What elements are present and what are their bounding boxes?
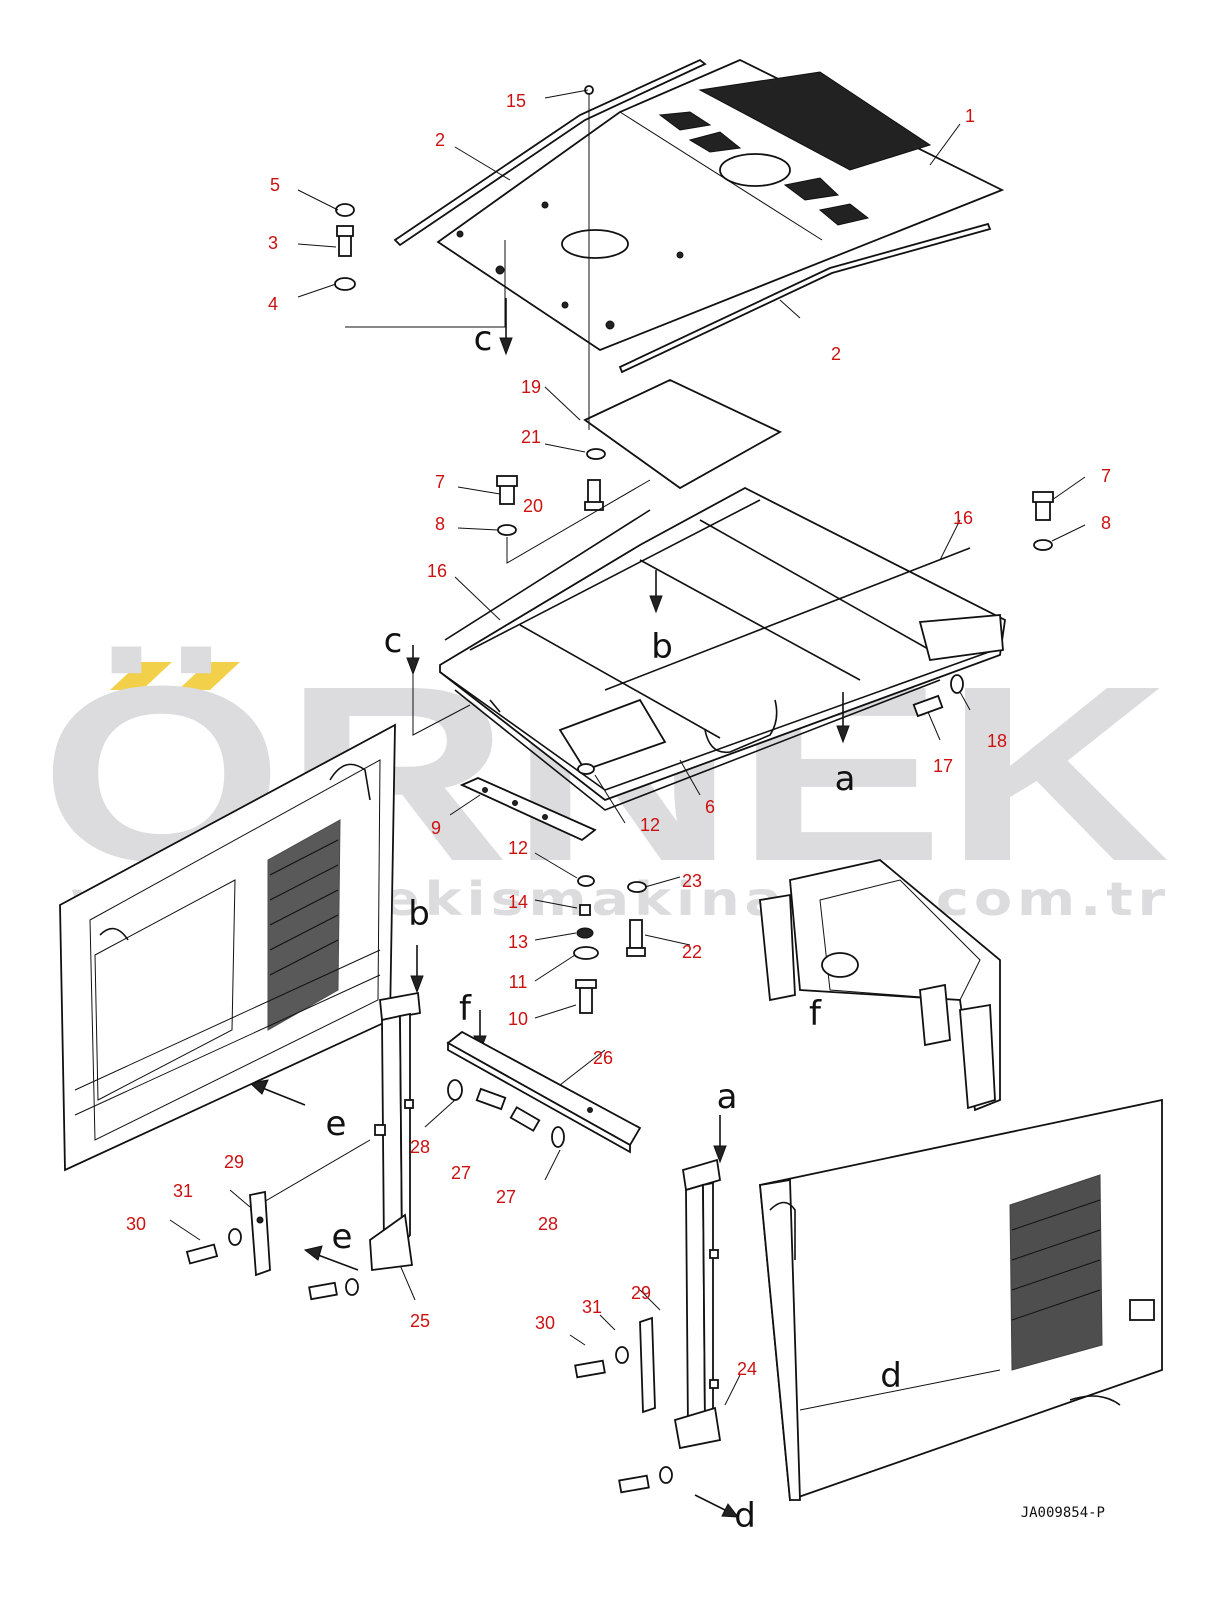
seal-strip [393, 58, 992, 374]
view-label-b-target: b [408, 894, 430, 934]
callout-9: 9 [431, 818, 441, 838]
hinge-plates [185, 1190, 673, 1494]
callout-29b: 29 [631, 1283, 651, 1303]
view-label-a-target: a [717, 1077, 738, 1117]
inspection-plate [583, 379, 782, 490]
callout-19: 19 [521, 377, 541, 397]
callout-25: 25 [410, 1311, 430, 1331]
callout-29: 29 [224, 1152, 244, 1172]
callout-15: 15 [506, 91, 526, 111]
view-label-c: c [474, 319, 493, 359]
view-label-c-target: c [384, 621, 403, 661]
callout-14: 14 [508, 892, 528, 912]
callout-17: 17 [933, 756, 953, 776]
callout-31: 31 [173, 1181, 193, 1201]
callout-16b: 16 [953, 508, 973, 528]
callout-11: 11 [509, 972, 528, 992]
callout-4: 4 [268, 294, 278, 314]
callouts: 1 2 2 3 4 5 6 7 7 8 8 9 10 11 12 12 13 1… [126, 91, 1111, 1379]
callout-2: 2 [435, 130, 445, 150]
callout-3: 3 [268, 233, 278, 253]
callout-10: 10 [508, 1009, 528, 1029]
support-bracket [459, 777, 597, 842]
callout-12: 12 [640, 815, 660, 835]
watermark-accent-right [178, 662, 240, 690]
callout-28: 28 [410, 1137, 430, 1157]
view-label-a: a [835, 759, 856, 799]
view-label-f: f [459, 989, 472, 1029]
callout-7b: 7 [1101, 466, 1111, 486]
view-label-f-target: f [809, 994, 822, 1034]
callout-12b: 12 [508, 838, 528, 858]
callout-23: 23 [682, 871, 702, 891]
callout-8: 8 [435, 514, 445, 534]
callout-6: 6 [705, 797, 715, 817]
frame-seal-strip [444, 509, 971, 691]
top-cover-plate [436, 59, 1005, 352]
callout-31b: 31 [582, 1297, 602, 1317]
callout-27: 27 [451, 1163, 471, 1183]
view-label-d-target: d [880, 1356, 902, 1396]
callout-21: 21 [521, 427, 541, 447]
fastener-stack [573, 763, 647, 1014]
callout-2b: 2 [831, 344, 841, 364]
callout-7: 7 [435, 472, 445, 492]
callout-30b: 30 [535, 1313, 555, 1333]
right-side-body [759, 1098, 1163, 1502]
view-letters: a a b b c c d d e e f f [326, 319, 902, 1536]
callout-1: 1 [965, 106, 975, 126]
callout-20: 20 [523, 496, 543, 516]
callout-30: 30 [126, 1214, 146, 1234]
callout-22: 22 [682, 942, 702, 962]
callout-26: 26 [593, 1048, 613, 1068]
callout-16: 16 [427, 561, 447, 581]
view-label-e: e [326, 1104, 347, 1144]
callout-8b: 8 [1101, 513, 1111, 533]
watermark-accent-left [110, 662, 172, 690]
detail-view-f [759, 859, 1001, 1112]
callout-18: 18 [987, 731, 1007, 751]
view-label-e-target: e [332, 1217, 353, 1257]
left-support-post [369, 991, 421, 1272]
callout-13: 13 [508, 932, 528, 952]
left-door-panel [59, 723, 396, 1172]
drawing-code: JA009854-P [1021, 1505, 1105, 1521]
callout-27b: 27 [496, 1187, 516, 1207]
view-label-b: b [651, 627, 673, 667]
leader-lines [169, 89, 1086, 1406]
view-label-d: d [734, 1496, 756, 1536]
right-support-post [673, 1158, 722, 1450]
callout-24: 24 [737, 1359, 757, 1379]
crossmember [446, 1030, 642, 1154]
callout-28b: 28 [538, 1214, 558, 1234]
callout-5: 5 [270, 175, 280, 195]
